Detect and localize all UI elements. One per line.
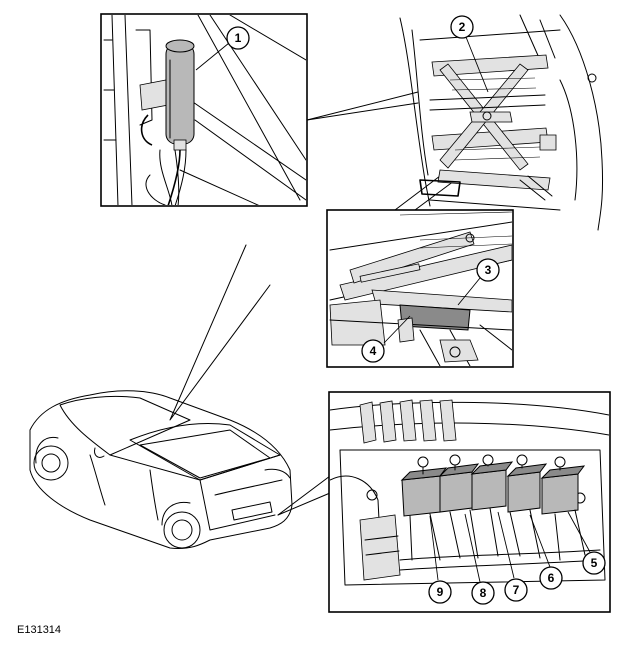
callout-1: 1 (226, 26, 250, 50)
callout-3: 3 (476, 258, 500, 282)
detail-panel-3 (326, 209, 514, 368)
svg-text:2: 2 (459, 20, 466, 34)
callout-5: 5 (582, 551, 606, 575)
detail-panel-2 (399, 14, 604, 231)
detail-panel-4 (328, 391, 611, 613)
figure-id-label: E131314 (17, 624, 62, 636)
callout-6: 6 (539, 566, 563, 590)
callout-2: 2 (450, 15, 474, 39)
svg-text:3: 3 (485, 263, 492, 277)
callout-8: 8 (471, 581, 495, 605)
callout-9: 9 (428, 580, 452, 604)
callout-4: 4 (361, 339, 385, 363)
svg-text:6: 6 (548, 571, 555, 585)
svg-text:7: 7 (513, 583, 520, 597)
svg-text:5: 5 (591, 556, 598, 570)
view-connector-lines (169, 91, 459, 516)
svg-text:4: 4 (370, 344, 377, 358)
callouts: 1 2 3 4 5 6 7 (195, 15, 606, 605)
svg-text:1: 1 (235, 31, 242, 45)
callout-7: 7 (504, 578, 528, 602)
detail-panel-1 (100, 13, 308, 207)
relay-row (399, 454, 601, 571)
vehicle-illustration (29, 390, 293, 549)
svg-text:8: 8 (480, 586, 487, 600)
svg-text:9: 9 (437, 585, 444, 599)
